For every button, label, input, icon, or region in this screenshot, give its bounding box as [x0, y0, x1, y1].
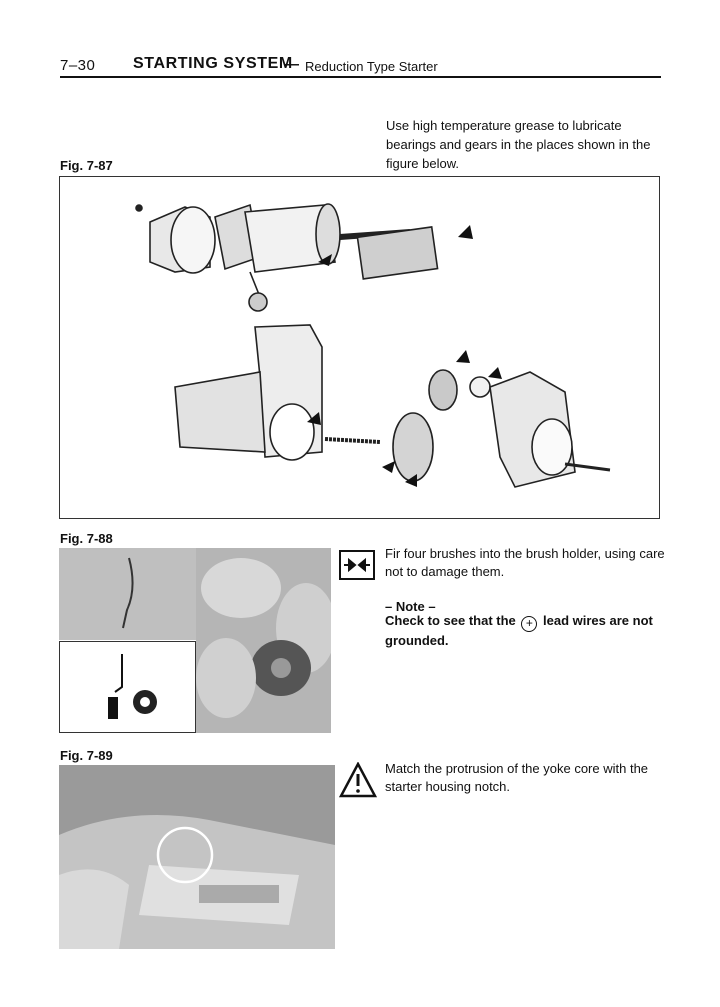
- intro-paragraph: Use high temperature grease to lubricate…: [386, 118, 651, 171]
- section-title: STARTING SYSTEM: [133, 55, 293, 72]
- section-subtitle: Reduction Type Starter: [305, 59, 438, 74]
- page-number: 7–30: [60, 57, 96, 74]
- fig-89-label: Fig. 7-89: [60, 748, 113, 763]
- fig-88-instruction: Fir four brushes into the brush holder, …: [385, 546, 665, 579]
- brush-spring-diagram: [59, 641, 196, 733]
- note-heading: – Note –: [385, 599, 436, 614]
- fig-87-label: Fig. 7-87: [60, 158, 113, 173]
- brush-spring-photo: [59, 548, 196, 640]
- brush-holder-photo: [196, 548, 336, 733]
- header-dash: —: [284, 56, 299, 73]
- plus-symbol: +: [521, 616, 538, 632]
- warning-triangle-icon: [338, 761, 378, 798]
- note-text-part2: lead wires are not grounded.: [385, 613, 653, 648]
- note-body: Check to see that the + lead wires are n…: [385, 612, 667, 650]
- header-rule: [60, 76, 661, 78]
- tool-install-icon: [339, 550, 375, 580]
- starter-exploded-view: [135, 203, 611, 488]
- fig-88-label: Fig. 7-88: [60, 531, 113, 546]
- note-text-part1: Check to see that the: [385, 613, 516, 628]
- yoke-alignment-photo: [59, 765, 335, 949]
- fig-87-exploded-diagram: [59, 176, 660, 519]
- fig-89-instruction: Match the protrusion of the yoke core wi…: [385, 761, 649, 794]
